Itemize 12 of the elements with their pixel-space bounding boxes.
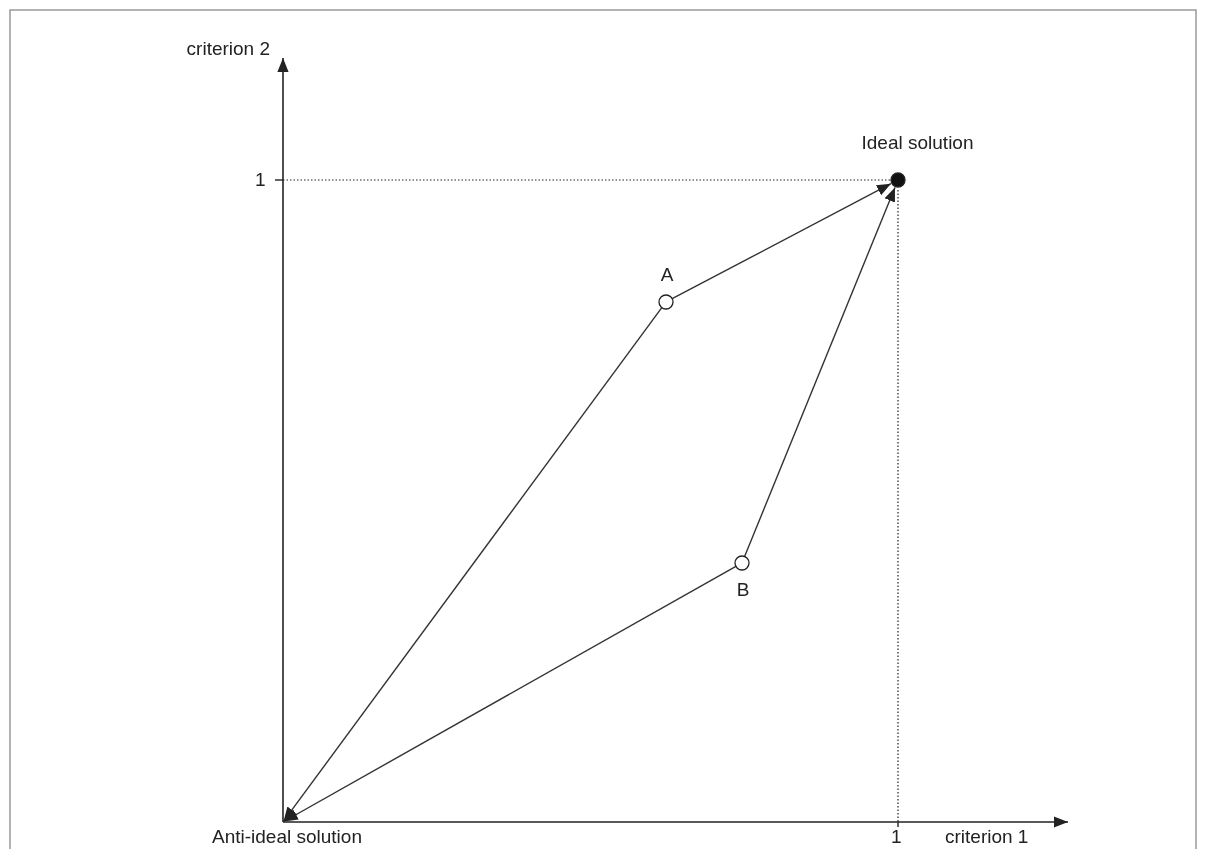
tick-label: 1 bbox=[255, 169, 266, 191]
point-label: A bbox=[659, 264, 675, 286]
arrow bbox=[671, 183, 892, 300]
tick-label: 1 bbox=[891, 826, 902, 848]
arrow bbox=[743, 186, 896, 558]
point-label: B bbox=[735, 579, 751, 601]
point-label: Anti-ideal solution bbox=[212, 826, 363, 848]
axis-label: criterion 1 bbox=[945, 826, 1029, 848]
point-label: Ideal solution bbox=[860, 132, 975, 154]
arrow bbox=[282, 306, 663, 822]
arrow bbox=[283, 565, 737, 823]
axis-label: criterion 2 bbox=[186, 38, 270, 60]
